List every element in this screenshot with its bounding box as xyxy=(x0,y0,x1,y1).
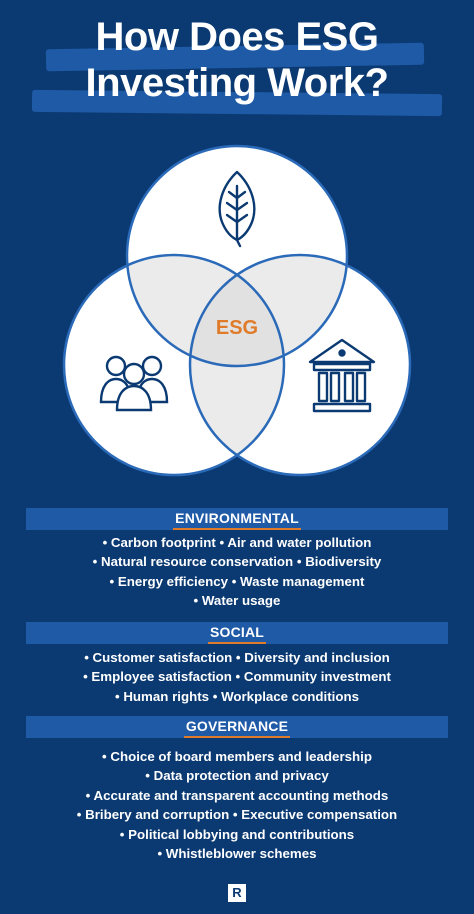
social-heading: SOCIAL xyxy=(207,622,267,644)
people-icon xyxy=(99,355,169,412)
list-item: • Carbon footprint • Air and water pollu… xyxy=(102,535,372,550)
list-item: • Water usage xyxy=(193,593,281,609)
venn-center-label: ESG xyxy=(216,317,258,339)
social-list: • Customer satisfaction • Diversity and … xyxy=(0,648,474,706)
list-item: • Natural resource conservation • Biodiv… xyxy=(92,554,382,570)
page-title: How Does ESG Investing Work? xyxy=(0,14,474,106)
list-item: • Employee satisfaction • Community inve… xyxy=(83,669,391,685)
list-item: • Political lobbying and contributions xyxy=(119,826,355,842)
list-item: • Data protection and privacy xyxy=(145,768,329,784)
environmental-heading-band: ENVIRONMENTAL xyxy=(26,508,448,530)
venn-overlap-center xyxy=(190,255,284,366)
list-item: • Whistleblower schemes xyxy=(157,846,317,862)
venn-diagram: ESG xyxy=(62,144,412,477)
social-heading-band: SOCIAL xyxy=(26,622,448,644)
governance-heading-band: GOVERNANCE xyxy=(26,716,448,738)
governance-heading: GOVERNANCE xyxy=(183,716,291,738)
list-item: • Human rights • Workplace conditions xyxy=(114,688,359,704)
bank-building-icon xyxy=(308,338,376,413)
list-item: • Customer satisfaction • Diversity and … xyxy=(84,650,390,665)
list-item: • Bribery and corruption • Executive com… xyxy=(76,807,398,823)
list-item: • Choice of board members and leadership xyxy=(102,749,372,764)
title-line-2: Investing Work? xyxy=(85,61,389,105)
governance-list: • Choice of board members and leadership… xyxy=(0,747,474,863)
title-line-1: How Does ESG xyxy=(95,15,379,59)
brand-logo-icon: R xyxy=(228,884,246,902)
environmental-list: • Carbon footprint • Air and water pollu… xyxy=(0,533,474,611)
list-item: • Energy efficiency • Waste management xyxy=(109,573,365,589)
leaf-icon xyxy=(218,170,256,248)
environmental-heading: ENVIRONMENTAL xyxy=(173,508,301,530)
list-item: • Accurate and transparent accounting me… xyxy=(85,787,389,803)
